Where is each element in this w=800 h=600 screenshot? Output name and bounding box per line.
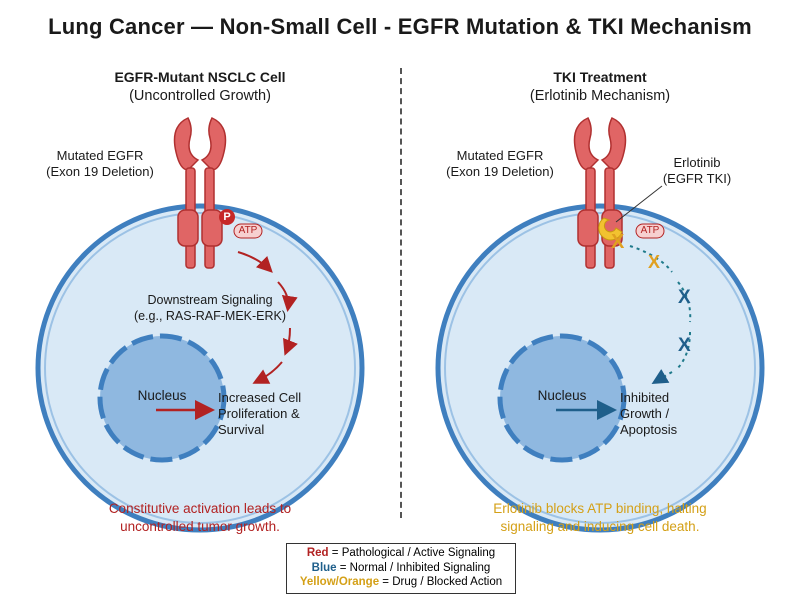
- right-nucleus-label: Nucleus: [537, 388, 587, 403]
- right-receptor-label-line1: Mutated EGFR: [456, 148, 544, 163]
- block-x-mark-3: X: [678, 287, 691, 308]
- left-outcome-label: Increased Cell Proliferation & Survival: [218, 390, 328, 438]
- right-atp-label: ATP: [640, 225, 660, 236]
- legend-row-red: Red = Pathological / Active Signaling: [287, 546, 515, 561]
- right-panel-subheading: (Erlotinib Mechanism): [529, 88, 671, 104]
- left-nucleus: [97, 333, 227, 463]
- legend-blue-text: = Normal / Inhibited Signaling: [336, 561, 491, 574]
- left-caption-line1: Constitutive activation leads to: [108, 501, 292, 516]
- right-caption-line2: signaling and inducing cell death.: [500, 519, 700, 534]
- erlotinib-drug-shape: [598, 217, 623, 241]
- right-panel-heading: TKI Treatment: [553, 69, 647, 85]
- right-egfr-receptor: [573, 117, 627, 269]
- left-nucleus-label: Nucleus: [137, 388, 187, 403]
- legend-yellow-text: = Drug / Blocked Action: [379, 576, 503, 588]
- left-outcome-line1: Increased Cell: [218, 390, 302, 405]
- right-outcome-line3: Apoptosis: [620, 422, 678, 437]
- erlotinib-label: Erlotinib (EGFR TKI): [652, 155, 742, 187]
- legend-red-key: Red: [306, 547, 329, 559]
- right-receptor-label: Mutated EGFR (Exon 19 Deletion): [430, 148, 570, 180]
- right-panel-title: TKI Treatment (Erlotinib Mechanism): [460, 68, 740, 106]
- left-receptor-label-line2: (Exon 19 Deletion): [46, 164, 154, 179]
- right-atp-badge: [635, 223, 665, 239]
- left-receptor-label-line1: Mutated EGFR: [56, 148, 144, 163]
- legend-red-text: = Pathological / Active Signaling: [328, 547, 496, 559]
- phospho-label: P: [223, 211, 231, 223]
- left-panel-title: EGFR-Mutant NSCLC Cell (Uncontrolled Gro…: [60, 68, 340, 106]
- legend-blue-key: Blue: [311, 561, 337, 574]
- left-atp-badge: [233, 223, 263, 239]
- page-title: Lung Cancer — Non-Small Cell - EGFR Muta…: [48, 14, 752, 39]
- drug-pointer-line: [615, 185, 663, 223]
- block-x-mark-1: X: [611, 231, 625, 253]
- phospho-badge: [219, 209, 235, 225]
- left-signal-arrows: [156, 251, 298, 420]
- left-signaling-line2: (e.g., RAS-RAF-MEK-ERK): [133, 309, 287, 323]
- left-atp-label: ATP: [238, 225, 258, 236]
- right-blocked-signal-path: [629, 245, 692, 385]
- left-receptor-label: Mutated EGFR (Exon 19 Deletion): [30, 148, 170, 180]
- right-nucleus: [497, 333, 627, 463]
- right-outcome-line1: Inhibited: [620, 390, 670, 405]
- left-outcome-line2: Proliferation &: [218, 406, 300, 421]
- legend-yellow-key: Yellow/Orange: [299, 576, 380, 588]
- erlotinib-label-line2: (EGFR TKI): [662, 171, 732, 186]
- erlotinib-label-line1: Erlotinib: [673, 155, 721, 170]
- right-outcome-label: Inhibited Growth / Apoptosis: [620, 390, 720, 438]
- left-egfr-receptor: [173, 117, 227, 269]
- left-outcome-line3: Survival: [218, 422, 265, 437]
- left-signaling-line1: Downstream Signaling: [147, 293, 273, 307]
- right-caption: Erlotinib blocks ATP binding, halting si…: [450, 500, 750, 536]
- block-x-mark-4: X: [678, 335, 691, 356]
- panel-divider: [400, 68, 402, 518]
- right-caption-line1: Erlotinib blocks ATP binding, halting: [493, 501, 707, 516]
- left-panel-subheading: (Uncontrolled Growth): [129, 88, 271, 104]
- right-receptor-label-line2: (Exon 19 Deletion): [446, 164, 554, 179]
- left-caption: Constitutive activation leads to uncontr…: [60, 500, 340, 536]
- legend-row-blue: Blue = Normal / Inhibited Signaling: [287, 561, 515, 576]
- block-x-mark-2: X: [648, 252, 661, 272]
- left-signaling-label: Downstream Signaling (e.g., RAS-RAF-MEK-…: [120, 292, 300, 324]
- legend-row-yellow: Yellow/Orange = Drug / Blocked Action: [287, 575, 515, 590]
- color-legend: Red = Pathological / Active Signaling Bl…: [286, 543, 516, 594]
- left-caption-line2: uncontrolled tumor growth.: [120, 519, 280, 534]
- right-outcome-line2: Growth /: [620, 406, 670, 421]
- left-panel-heading: EGFR-Mutant NSCLC Cell: [114, 69, 286, 85]
